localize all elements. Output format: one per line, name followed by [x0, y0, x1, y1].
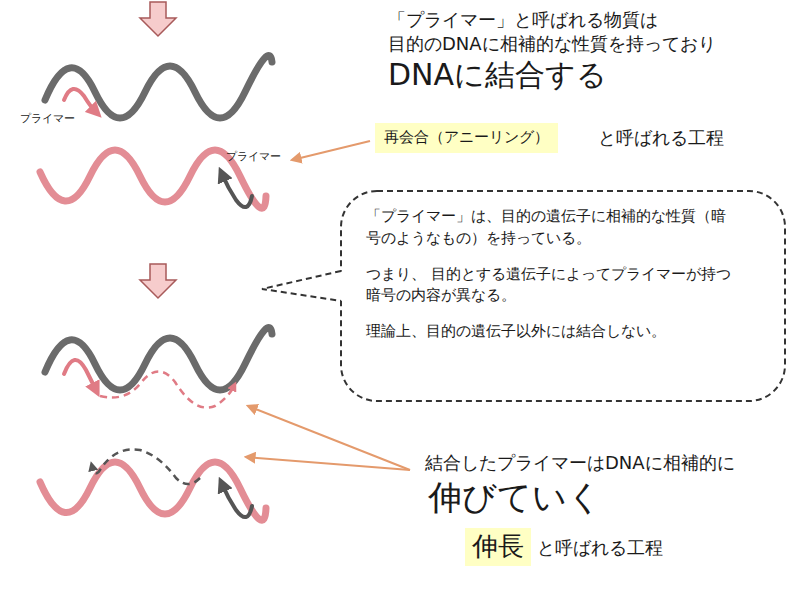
label-text: 結合したプライマーはDNAに相補的に [425, 452, 735, 475]
label-text: 「プライマー」と呼ばれる物質は 目的のDNAに相補的な性質を持っており [388, 8, 788, 57]
dna-strand [45, 55, 272, 118]
label-text: と呼ばれる工程 [598, 127, 724, 150]
label-text: プライマー [20, 112, 75, 126]
callout-bubble: 「プライマー」は、目的の遺伝子に相補的な性質（暗号のようなもの）を持っている。つ… [340, 190, 786, 402]
leader-line [248, 406, 410, 470]
primer [222, 484, 252, 517]
label-text: 伸びていく [428, 476, 602, 519]
label-text: プライマー [226, 150, 281, 164]
node-text: 理論上、目的の遺伝子以外には結合しない。 [366, 321, 738, 343]
label-text: と呼ばれる工程 [537, 537, 663, 560]
extension-strand [100, 371, 234, 407]
dna-strand [45, 327, 272, 390]
down-arrow [140, 264, 176, 298]
extension-strand [92, 449, 200, 484]
primer [222, 174, 252, 207]
dna-strand [40, 462, 266, 520]
leader-line [292, 141, 370, 160]
process-box: 再会合（アニーリング） [375, 123, 558, 153]
node-text: つまり、 目的とする遺伝子によってプライマーが持つ暗号の内容が異なる。 [366, 264, 738, 308]
primer [64, 89, 96, 112]
label-text: DNAに結合する [388, 56, 607, 94]
process-box: 伸長 [465, 528, 531, 566]
down-arrow [140, 2, 176, 36]
primer [64, 360, 96, 390]
node-text: 再会合（アニーリング） [384, 128, 549, 148]
node-text: 「プライマー」は、目的の遺伝子に相補的な性質（暗号のようなもの）を持っている。 [366, 206, 738, 250]
node-text: 伸長 [472, 530, 524, 564]
leader-line [246, 457, 410, 470]
